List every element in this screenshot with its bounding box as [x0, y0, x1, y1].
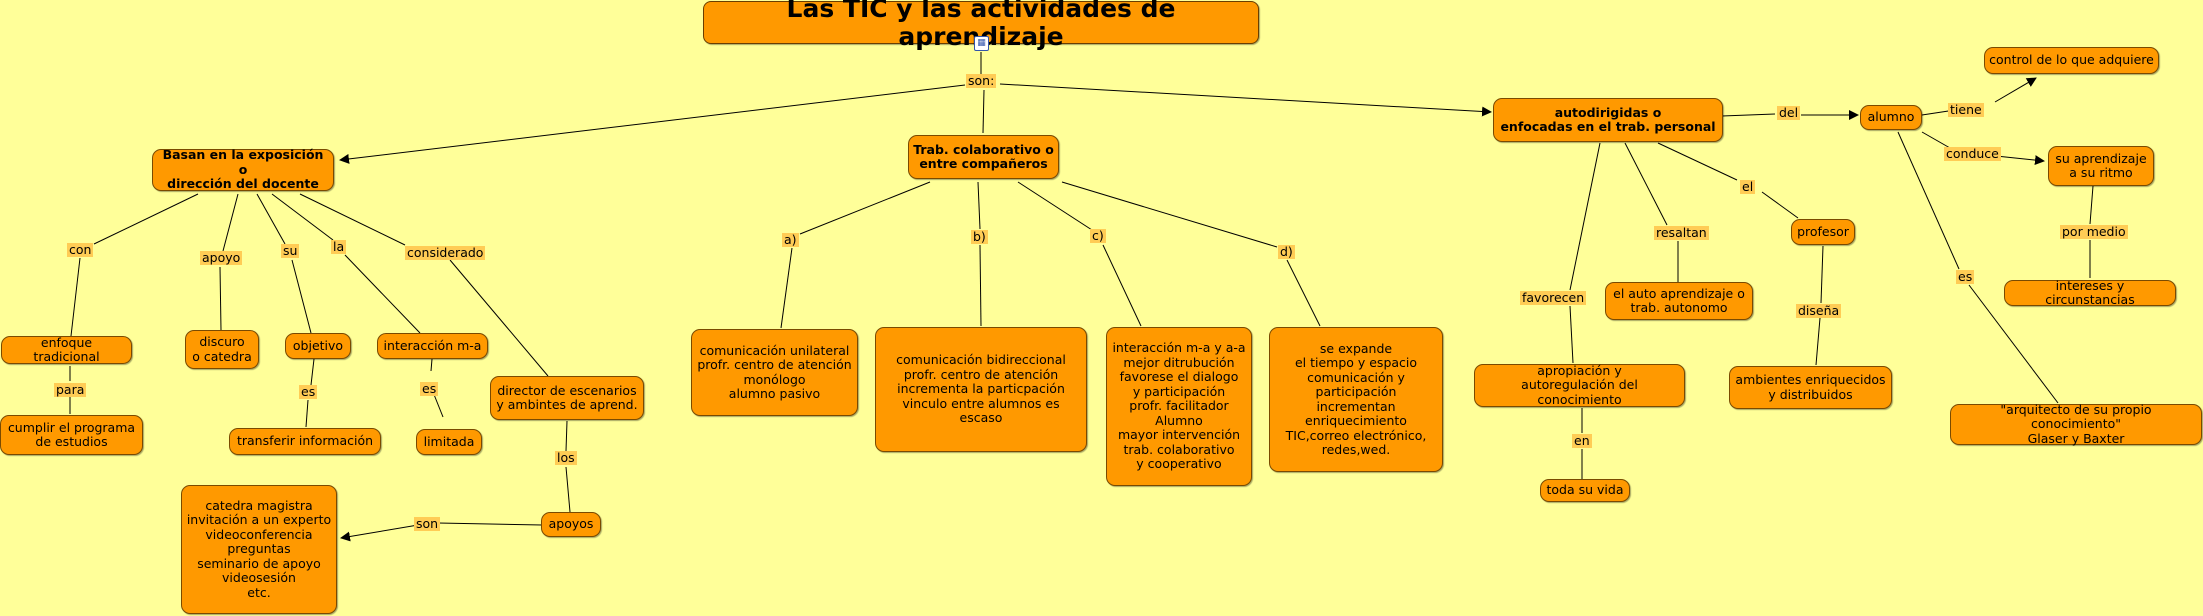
node-su-aprendizaje[interactable]: su aprendizaje a su ritmo: [2048, 146, 2154, 186]
link-label-considerado: considerado: [405, 245, 486, 260]
node-enfoque-tradicional[interactable]: enfoque tradicional: [1, 335, 132, 364]
node-auto-aprendizaje[interactable]: el auto aprendizaje o trab. autonomo: [1605, 282, 1753, 320]
node-objetivo[interactable]: objetivo: [285, 333, 351, 359]
link-label-en: en: [1572, 433, 1592, 448]
node-alumno[interactable]: alumno: [1860, 105, 1922, 130]
link-label-disena: diseña: [1796, 303, 1842, 318]
link-label-c: c): [1090, 228, 1106, 243]
link-label-el: el: [1740, 179, 1756, 194]
node-ambientes[interactable]: ambientes enriquecidos y distribuidos: [1729, 366, 1892, 409]
link-label-a: a): [782, 232, 799, 247]
link-label-b: b): [971, 229, 988, 244]
node-profesor[interactable]: profesor: [1791, 219, 1855, 245]
link-label-son: son:: [966, 73, 997, 88]
node-interaccion-ma[interactable]: interacción m-a: [377, 333, 488, 359]
link-label-es: es: [420, 381, 439, 396]
link-label-son: son: [414, 516, 441, 531]
node-arquitecto[interactable]: "arquitecto de su propio conocimiento" G…: [1950, 402, 2202, 446]
node-apropiacion[interactable]: apropiación y autoregulación del conocim…: [1474, 363, 1685, 407]
link-label-la: la: [331, 239, 347, 254]
node-autodirigidas[interactable]: autodirigidas o enfocadas en el trab. pe…: [1493, 98, 1723, 142]
node-toda-su-vida[interactable]: toda su vida: [1540, 479, 1630, 502]
node-limitada[interactable]: limitada: [416, 429, 482, 455]
link-label-conduce: conduce: [1944, 146, 2001, 161]
node-se-expande[interactable]: se expande el tiempo y espacio comunicac…: [1269, 327, 1443, 472]
link-label-es: es: [299, 384, 318, 399]
resource-icon[interactable]: ▦: [974, 36, 989, 51]
link-label-d: d): [1278, 244, 1295, 259]
node-interaccion-mejor[interactable]: interacción m-a y a-a mejor ditrubución …: [1106, 327, 1252, 486]
node-discurso[interactable]: discuro o catedra: [185, 330, 259, 369]
link-label-es: es: [1956, 269, 1975, 284]
link-label-por-medio: por medio: [2060, 224, 2128, 239]
node-transferir[interactable]: transferir información: [229, 428, 381, 455]
link-label-con: con: [67, 242, 94, 257]
node-intereses[interactable]: intereses y circunstancias: [2004, 278, 2176, 307]
link-label-tiene: tiene: [1948, 102, 1984, 117]
node-catedra[interactable]: catedra magistra invitación a un experto…: [181, 485, 337, 614]
link-label-favorecen: favorecen: [1520, 290, 1587, 305]
node-apoyos[interactable]: apoyos: [541, 512, 601, 537]
node-trab-colaborativo[interactable]: Trab. colaborativo o entre compañeros: [908, 135, 1059, 179]
node-comunicacion-unilateral[interactable]: comunicación unilateral profr. centro de…: [691, 329, 858, 416]
link-label-apoyo: apoyo: [200, 250, 243, 265]
link-label-los: los: [555, 450, 577, 465]
node-control[interactable]: control de lo que adquiere: [1984, 47, 2159, 74]
link-label-su: su: [281, 243, 300, 258]
node-basan[interactable]: Basan en la exposición o dirección del d…: [152, 148, 334, 191]
link-label-del: del: [1777, 105, 1801, 120]
link-label-para: para: [54, 382, 87, 397]
node-comunicacion-bidireccional[interactable]: comunicación bidireccional profr. centro…: [875, 327, 1087, 452]
node-cumplir[interactable]: cumplir el programa de estudios: [0, 415, 143, 455]
link-label-resaltan: resaltan: [1654, 225, 1709, 240]
node-director[interactable]: director de escenarios y ambintes de apr…: [490, 376, 644, 420]
